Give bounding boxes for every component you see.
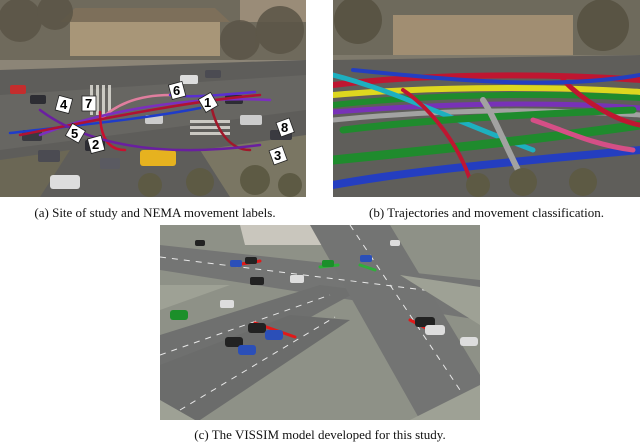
panel-b-trajectories <box>333 0 640 197</box>
movement-label-5: 5 <box>64 122 86 144</box>
svg-text:6: 6 <box>173 83 180 98</box>
movement-label-3: 3 <box>268 145 288 166</box>
svg-text:8: 8 <box>281 120 288 135</box>
svg-text:7: 7 <box>85 96 92 111</box>
svg-text:5: 5 <box>71 126 78 141</box>
movement-label-1: 1 <box>197 91 219 113</box>
movement-label-4: 4 <box>54 94 74 115</box>
svg-text:3: 3 <box>274 148 281 163</box>
movement-label-8: 8 <box>275 117 295 138</box>
svg-text:1: 1 <box>204 95 211 110</box>
panel-a-photo: 6 1 4 7 5 2 8 <box>0 0 306 197</box>
svg-text:2: 2 <box>92 137 99 152</box>
caption-c: (c) The VISSIM model developed for this … <box>194 427 446 442</box>
panel-c-vissim-model <box>160 225 480 420</box>
caption-b: (b) Trajectories and movement classifica… <box>368 205 605 220</box>
caption-a: (a) Site of study and NEMA movement labe… <box>34 205 276 220</box>
svg-text:4: 4 <box>60 97 68 112</box>
movement-label-2: 2 <box>86 134 106 155</box>
movement-label-6: 6 <box>167 80 187 101</box>
movement-label-7: 7 <box>81 95 97 112</box>
